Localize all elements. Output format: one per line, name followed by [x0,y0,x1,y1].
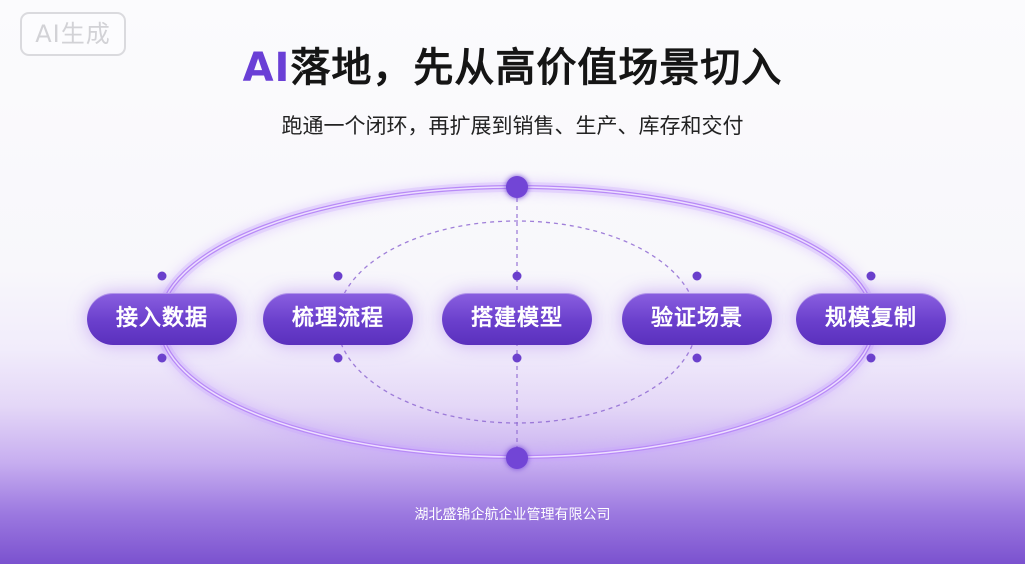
node-dot [333,353,343,363]
step-pill-validate-scenario[interactable]: 验证场景 [622,293,772,345]
node-dot [692,271,702,281]
step-pill-build-model[interactable]: 搭建模型 [442,293,592,345]
title-text: 落地，先从高价值场景切入 [290,45,783,91]
step-pill-scale-replicate[interactable]: 规模复制 [796,293,946,345]
node-dot [692,353,702,363]
top-node [506,176,528,198]
node-dot [157,271,167,281]
title-accent: AI [242,45,291,91]
node-dot [512,271,522,281]
node-dot [333,271,343,281]
node-dot [866,353,876,363]
step-pill-sort-process[interactable]: 梳理流程 [263,293,413,345]
company-footer: 湖北盛锦企航企业管理有限公司 [414,507,611,523]
bottom-node [506,447,528,469]
page-title: AI落地，先从高价值场景切入 [0,38,1025,98]
node-dot [866,271,876,281]
node-dot [512,353,522,363]
node-dot [157,353,167,363]
ai-generated-watermark: AI生成 [20,12,126,56]
step-pill-connect-data[interactable]: 接入数据 [87,293,237,345]
page-subtitle: 跑通一个闭环，再扩展到销售、生产、库存和交付 [281,114,744,138]
